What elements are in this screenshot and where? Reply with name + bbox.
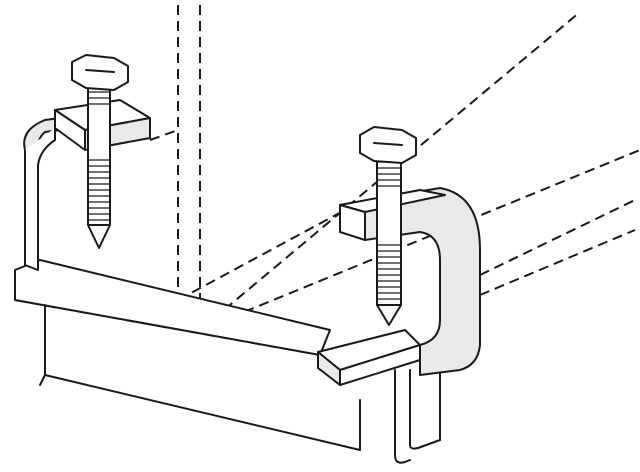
right-clamp: [317, 126, 481, 386]
left-bolt: [71, 54, 129, 249]
right-bolt: [359, 126, 417, 326]
left-clamp: [23, 54, 151, 271]
left-bolt-head: [71, 54, 129, 91]
